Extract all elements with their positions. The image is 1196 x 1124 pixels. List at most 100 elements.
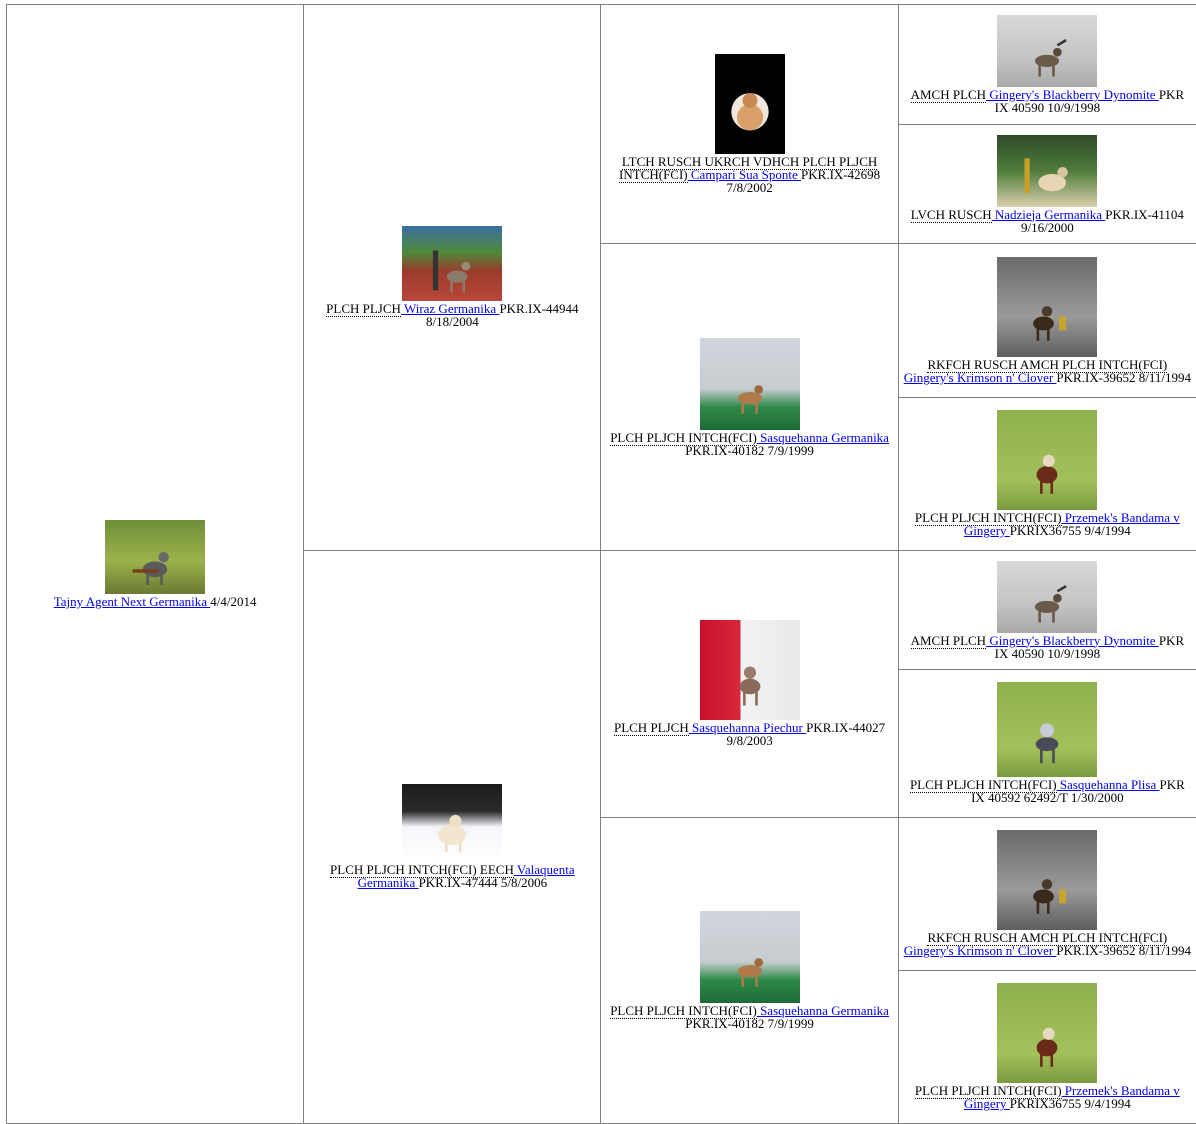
sire-sire-titles: LTCH RUSCH UKRCH VDHCH PLCH PLJCH INTCH(… bbox=[619, 154, 878, 184]
sire-titles: PLCH PLJCH bbox=[326, 301, 401, 318]
gen3-cell-7: RKFCH RUSCH AMCH PLCH INTCH(FCI) Gingery… bbox=[897, 816, 1196, 971]
dog-silhouette-icon bbox=[730, 93, 769, 131]
gen3-cell-3: RKFCH RUSCH AMCH PLCH INTCH(FCI) Gingery… bbox=[897, 243, 1196, 398]
gen3-cell-8: PLCH PLJCH INTCH(FCI) Przemek's Bandama … bbox=[897, 969, 1196, 1124]
gen3-caption-8: PLCH PLJCH INTCH(FCI) Przemek's Bandama … bbox=[903, 1083, 1192, 1112]
sire-cell: PLCH PLJCH Wiraz Germanika PKR.IX-44944 … bbox=[303, 4, 602, 551]
gen3-name-link-7[interactable]: Gingery's Krimson n' Clover bbox=[903, 943, 1057, 959]
dog-silhouette-icon bbox=[737, 957, 763, 987]
dog-silhouette-icon bbox=[1036, 1028, 1058, 1068]
dam-dam-info: PKR.IX-40182 7/9/1999 bbox=[685, 1015, 814, 1031]
sire-sire-cell: LTCH RUSCH UKRCH VDHCH PLCH PLJCH INTCH(… bbox=[600, 3, 899, 245]
gen3-titles-6: PLCH PLJCH INTCH(FCI) bbox=[909, 777, 1057, 794]
gen3-info-3: PKR.IX-39652 8/11/1994 bbox=[1056, 369, 1191, 385]
dog-silhouette-icon bbox=[739, 666, 760, 706]
gen3-info-7: PKR.IX-39652 8/11/1994 bbox=[1056, 943, 1191, 959]
dog-silhouette-icon bbox=[132, 552, 169, 585]
subject-info: 4/4/2014 bbox=[210, 594, 257, 609]
dam-sire-cell: PLCH PLJCH Sasquehanna Piechur PKR.IX-44… bbox=[600, 549, 899, 818]
sire-dam-name-link[interactable]: Sasquehanna Germanika bbox=[756, 429, 889, 445]
gen3-caption-1: AMCH PLCH Gingery's Blackberry Dynomite … bbox=[903, 86, 1192, 115]
gen3-photo-2[interactable] bbox=[997, 134, 1098, 207]
sire-photo[interactable] bbox=[402, 226, 503, 302]
gen3-titles-2: LVCH RUSCH bbox=[910, 206, 992, 223]
gen3-photo-7[interactable] bbox=[997, 830, 1098, 931]
dam-photo[interactable] bbox=[402, 784, 503, 863]
gen3-cell-1: AMCH PLCH Gingery's Blackberry Dynomite … bbox=[897, 4, 1196, 125]
gen3-titles-7: RKFCH RUSCH AMCH PLCH INTCH(FCI) bbox=[927, 930, 1168, 947]
dam-dam-caption: PLCH PLJCH INTCH(FCI) Sasquehanna German… bbox=[605, 1002, 893, 1031]
gen3-cell-5: AMCH PLCH Gingery's Blackberry Dynomite … bbox=[897, 549, 1196, 671]
gen3-name-link-6[interactable]: Sasquehanna Plisa bbox=[1056, 777, 1160, 793]
dog-silhouette-icon bbox=[1035, 39, 1068, 77]
dam-dam-titles: PLCH PLJCH INTCH(FCI) bbox=[610, 1002, 757, 1019]
gen3-caption-4: PLCH PLJCH INTCH(FCI) Przemek's Bandama … bbox=[903, 510, 1192, 539]
dam-sire-photo[interactable] bbox=[699, 620, 800, 721]
gen3-caption-5: AMCH PLCH Gingery's Blackberry Dynomite … bbox=[903, 632, 1192, 661]
sire-name-link[interactable]: Wiraz Germanika bbox=[400, 301, 500, 317]
dog-silhouette-icon bbox=[438, 814, 467, 853]
dam-cell: PLCH PLJCH INTCH(FCI) EECH Valaquenta Ge… bbox=[303, 549, 602, 1124]
gen3-info-1: PKR IX 40590 10/9/1998 bbox=[994, 86, 1185, 115]
gen3-photo-5[interactable] bbox=[997, 560, 1098, 633]
dog-silhouette-icon bbox=[1035, 584, 1068, 623]
sire-dam-cell: PLCH PLJCH INTCH(FCI) Sasquehanna German… bbox=[600, 243, 899, 551]
sire-sire-photo[interactable] bbox=[714, 54, 785, 155]
gen3-cell-4: PLCH PLJCH INTCH(FCI) Przemek's Bandama … bbox=[897, 396, 1196, 551]
subject-name-link[interactable]: Tajny Agent Next Germanika bbox=[53, 594, 211, 609]
subject-cell: Tajny Agent Next Germanika 4/4/2014 bbox=[5, 4, 305, 1124]
gen3-name-link-3[interactable]: Gingery's Krimson n' Clover bbox=[903, 369, 1057, 385]
gen3-caption-2: LVCH RUSCH Nadzieja Germanika PKR.IX-411… bbox=[903, 206, 1192, 234]
dam-info: PKR.IX-47444 5/8/2006 bbox=[418, 875, 548, 891]
gen3-info-6: PKR IX 40592 62492/T 1/30/2000 bbox=[971, 777, 1185, 806]
dog-photo[interactable] bbox=[105, 520, 206, 594]
gen3-name-link-5[interactable]: Gingery's Blackberry Dynomite bbox=[986, 632, 1159, 648]
gen3-cell-2: LVCH RUSCH Nadzieja Germanika PKR.IX-411… bbox=[897, 123, 1196, 245]
gen3-photo-1[interactable] bbox=[997, 14, 1098, 87]
gen3-titles-4: PLCH PLJCH INTCH(FCI) bbox=[914, 510, 1062, 527]
dog-silhouette-icon bbox=[433, 250, 471, 293]
dam-dam-name-link[interactable]: Sasquehanna Germanika bbox=[756, 1002, 889, 1018]
sire-dam-photo[interactable] bbox=[699, 337, 800, 430]
sire-sire-caption: LTCH RUSCH UKRCH VDHCH PLCH PLJCH INTCH(… bbox=[605, 154, 893, 196]
gen3-name-link-4[interactable]: Przemek's Bandama v Gingery bbox=[963, 510, 1180, 539]
sire-caption: PLCH PLJCH Wiraz Germanika PKR.IX-44944 … bbox=[308, 301, 596, 330]
sire-dam-info: PKR.IX-40182 7/9/1999 bbox=[685, 442, 814, 458]
pedigree-table: Tajny Agent Next Germanika 4/4/2014 PLCH… bbox=[5, 3, 1196, 1124]
gen3-info-5: PKR IX 40590 10/9/1998 bbox=[994, 632, 1185, 661]
sire-info: PKR.IX-44944 8/18/2004 bbox=[425, 301, 579, 330]
dog-silhouette-icon bbox=[1033, 306, 1067, 341]
dam-titles: PLCH PLJCH INTCH(FCI) EECH bbox=[330, 862, 514, 879]
dog-silhouette-icon bbox=[1024, 158, 1069, 193]
dog-silhouette-icon bbox=[1036, 454, 1058, 494]
gen3-photo-3[interactable] bbox=[997, 256, 1098, 357]
gen3-name-link-2[interactable]: Nadzieja Germanika bbox=[991, 206, 1106, 222]
gen3-caption-3: RKFCH RUSCH AMCH PLCH INTCH(FCI) Gingery… bbox=[903, 356, 1192, 385]
sire-sire-info: PKR.IX-42698 7/8/2002 bbox=[726, 167, 881, 196]
dam-sire-name-link[interactable]: Sasquehanna Piechur bbox=[688, 720, 807, 736]
gen3-name-link-1[interactable]: Gingery's Blackberry Dynomite bbox=[986, 86, 1159, 102]
gen3-titles-1: AMCH PLCH bbox=[910, 86, 987, 103]
dam-caption: PLCH PLJCH INTCH(FCI) EECH Valaquenta Ge… bbox=[308, 862, 596, 891]
gen3-photo-4[interactable] bbox=[997, 410, 1098, 511]
dog-silhouette-icon bbox=[1033, 879, 1067, 914]
dog-silhouette-icon bbox=[737, 384, 763, 414]
gen3-titles-8: PLCH PLJCH INTCH(FCI) bbox=[914, 1083, 1062, 1100]
dam-name-link[interactable]: Valaquenta Germanika bbox=[357, 862, 575, 891]
gen3-caption-7: RKFCH RUSCH AMCH PLCH INTCH(FCI) Gingery… bbox=[903, 930, 1192, 959]
dam-sire-info: PKR.IX-44027 9/8/2003 bbox=[726, 720, 886, 749]
gen3-titles-5: AMCH PLCH bbox=[910, 632, 987, 649]
dam-dam-cell: PLCH PLJCH INTCH(FCI) Sasquehanna German… bbox=[600, 816, 899, 1124]
dam-sire-titles: PLCH PLJCH bbox=[613, 720, 689, 737]
gen3-caption-6: PLCH PLJCH INTCH(FCI) Sasquehanna Plisa … bbox=[903, 777, 1192, 806]
gen3-titles-3: RKFCH RUSCH AMCH PLCH INTCH(FCI) bbox=[927, 356, 1168, 373]
subject-caption: Tajny Agent Next Germanika 4/4/2014 bbox=[11, 595, 299, 608]
gen3-info-8: PKRIX36755 9/4/1994 bbox=[1009, 1096, 1131, 1112]
gen3-name-link-8[interactable]: Przemek's Bandama v Gingery bbox=[963, 1083, 1180, 1112]
sire-sire-name-link[interactable]: Campari Sua Sponte bbox=[687, 167, 802, 183]
gen3-photo-8[interactable] bbox=[997, 983, 1098, 1084]
dam-dam-photo[interactable] bbox=[699, 910, 800, 1003]
gen3-photo-6[interactable] bbox=[997, 682, 1098, 778]
gen3-cell-6: PLCH PLJCH INTCH(FCI) Sasquehanna Plisa … bbox=[897, 669, 1196, 818]
sire-dam-caption: PLCH PLJCH INTCH(FCI) Sasquehanna German… bbox=[605, 429, 893, 458]
